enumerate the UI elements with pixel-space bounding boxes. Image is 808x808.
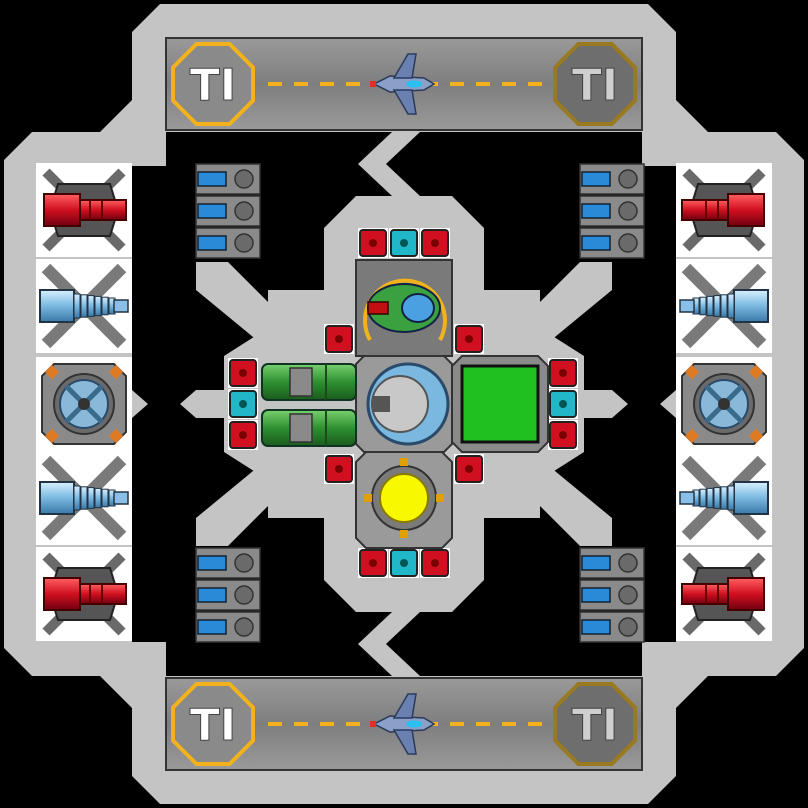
- red-module[interactable]: [358, 228, 388, 258]
- bottom-left-pad[interactable]: TI: [171, 682, 255, 766]
- blue-reactor-turret[interactable]: [36, 357, 132, 451]
- red-module[interactable]: [420, 548, 450, 578]
- bottom-right-pad[interactable]: TI: [553, 682, 637, 766]
- blue-reactor-turret[interactable]: [676, 357, 772, 451]
- cyan-module[interactable]: [389, 548, 419, 578]
- blue-drill-turret[interactable]: [36, 451, 132, 545]
- blue-drill-turret[interactable]: [676, 451, 772, 545]
- red-module[interactable]: [420, 228, 450, 258]
- pad-glyph: TI: [190, 60, 236, 111]
- red-cannon-turret[interactable]: [36, 547, 132, 641]
- vent-stack: [195, 547, 261, 643]
- cyan-module[interactable]: [228, 389, 258, 419]
- cyan-module[interactable]: [389, 228, 419, 258]
- vent-stack: [579, 163, 645, 259]
- red-module[interactable]: [228, 358, 258, 388]
- red-cannon-turret[interactable]: [676, 547, 772, 641]
- red-module[interactable]: [454, 324, 484, 354]
- pad-glyph: TI: [572, 700, 618, 751]
- vent-stack: [195, 163, 261, 259]
- blue-drill-turret[interactable]: [36, 259, 132, 353]
- fighter-ship-icon[interactable]: [370, 693, 436, 755]
- pad-glyph: TI: [190, 700, 236, 751]
- red-module[interactable]: [548, 358, 578, 388]
- top-left-pad[interactable]: TI: [171, 42, 255, 126]
- red-module[interactable]: [324, 454, 354, 484]
- vent-stack: [579, 547, 645, 643]
- red-module[interactable]: [358, 548, 388, 578]
- cyan-module[interactable]: [548, 389, 578, 419]
- green-shield-generator[interactable]: [451, 355, 549, 453]
- green-fighter-bay[interactable]: [355, 259, 453, 357]
- pad-glyph: TI: [572, 60, 618, 111]
- blue-drill-turret[interactable]: [676, 259, 772, 353]
- command-dome[interactable]: [355, 355, 453, 453]
- red-module[interactable]: [454, 454, 484, 484]
- red-cannon-turret[interactable]: [676, 163, 772, 257]
- fighter-ship-icon[interactable]: [370, 53, 436, 115]
- red-module[interactable]: [228, 420, 258, 450]
- red-module[interactable]: [324, 324, 354, 354]
- yellow-reactor[interactable]: [355, 451, 453, 549]
- red-module[interactable]: [548, 420, 578, 450]
- red-cannon-turret[interactable]: [36, 163, 132, 257]
- top-right-pad[interactable]: TI: [553, 42, 637, 126]
- twin-green-cannons[interactable]: [261, 363, 357, 447]
